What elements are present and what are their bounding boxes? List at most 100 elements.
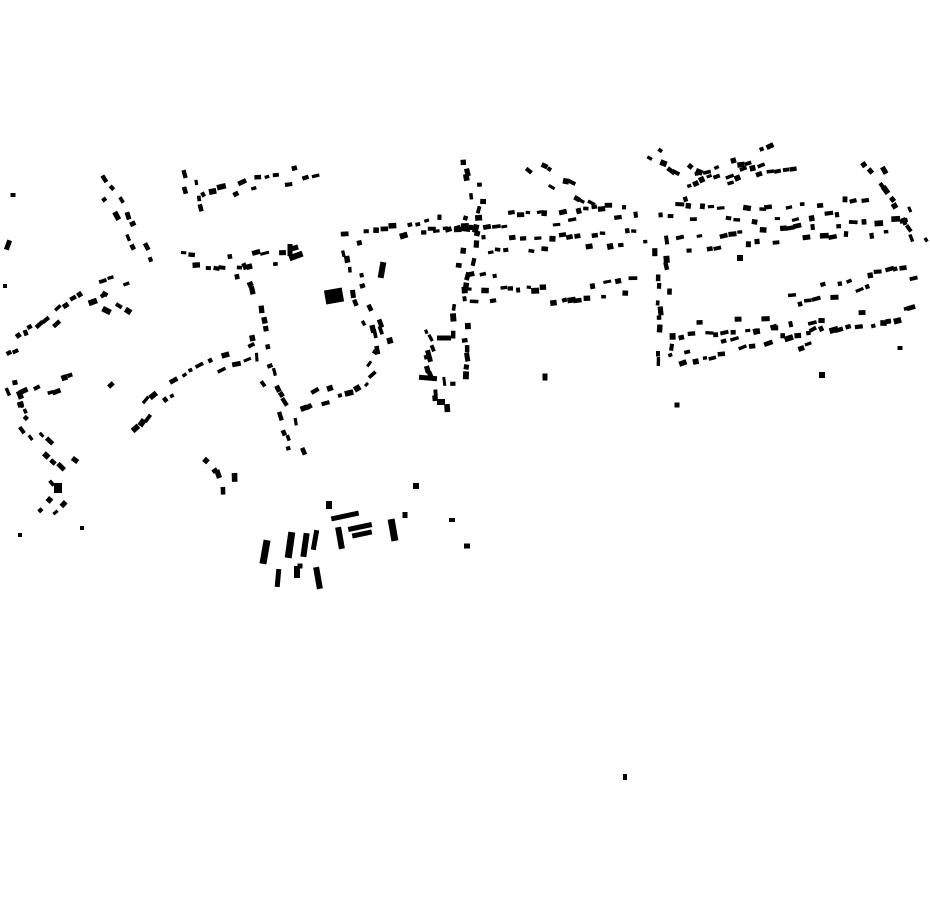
building xyxy=(737,230,743,234)
building xyxy=(468,224,474,231)
building xyxy=(667,352,673,358)
building xyxy=(803,298,812,303)
building xyxy=(22,329,29,337)
building xyxy=(540,162,549,170)
building xyxy=(66,372,73,379)
building xyxy=(479,271,487,277)
building xyxy=(386,336,394,345)
building xyxy=(774,217,780,221)
building xyxy=(460,247,467,254)
building xyxy=(628,276,638,281)
building xyxy=(363,381,370,388)
building xyxy=(34,319,45,330)
building xyxy=(356,239,363,246)
building xyxy=(507,286,514,291)
building xyxy=(531,287,540,294)
building xyxy=(682,196,689,203)
building xyxy=(643,239,648,244)
building xyxy=(148,390,159,401)
building xyxy=(421,230,427,235)
building xyxy=(837,281,843,287)
building xyxy=(69,294,77,302)
building xyxy=(566,178,577,186)
building xyxy=(897,346,903,350)
building xyxy=(247,341,256,349)
building xyxy=(216,183,227,191)
building xyxy=(622,290,629,296)
building xyxy=(197,203,204,212)
building xyxy=(129,243,137,251)
building xyxy=(15,390,25,400)
building xyxy=(907,206,913,213)
building xyxy=(462,371,470,380)
building xyxy=(291,165,298,172)
building xyxy=(849,198,858,204)
building xyxy=(719,232,729,240)
building xyxy=(818,318,825,324)
building xyxy=(462,296,467,302)
building xyxy=(188,252,196,258)
building xyxy=(377,261,387,279)
building xyxy=(449,313,457,322)
building xyxy=(900,217,908,226)
building xyxy=(804,341,812,347)
building xyxy=(125,233,132,242)
building xyxy=(908,233,915,243)
building xyxy=(41,315,51,325)
building xyxy=(4,387,12,397)
building xyxy=(473,240,480,248)
building xyxy=(546,166,553,172)
building xyxy=(547,183,556,191)
building xyxy=(589,283,596,290)
building xyxy=(669,343,675,351)
building xyxy=(38,431,45,438)
building xyxy=(207,357,214,364)
building xyxy=(730,157,737,164)
building xyxy=(855,286,864,293)
building xyxy=(107,381,115,389)
building xyxy=(797,301,803,307)
building xyxy=(719,329,729,336)
building xyxy=(819,281,827,288)
building xyxy=(854,324,864,330)
building xyxy=(807,320,818,326)
building xyxy=(733,174,742,182)
building xyxy=(367,370,377,379)
building xyxy=(460,159,467,166)
building xyxy=(279,249,286,256)
building xyxy=(451,303,457,311)
building xyxy=(779,225,787,232)
building xyxy=(524,166,533,175)
building xyxy=(305,402,313,410)
building xyxy=(685,202,692,209)
building xyxy=(565,234,574,241)
building xyxy=(442,376,447,386)
building xyxy=(738,344,748,351)
building xyxy=(696,320,703,325)
building xyxy=(481,287,489,294)
building xyxy=(860,161,868,169)
building xyxy=(744,160,752,167)
building xyxy=(601,294,606,299)
building xyxy=(585,243,593,250)
building xyxy=(427,226,436,231)
building xyxy=(583,295,591,302)
building xyxy=(525,210,531,215)
building xyxy=(388,222,397,229)
building xyxy=(858,310,866,316)
building xyxy=(462,173,470,182)
building xyxy=(415,222,421,227)
building xyxy=(380,226,389,232)
building xyxy=(656,324,663,333)
building xyxy=(687,331,696,337)
building xyxy=(727,180,735,186)
building xyxy=(866,167,875,175)
building xyxy=(220,486,226,495)
building xyxy=(794,332,802,339)
building xyxy=(606,242,614,250)
building xyxy=(330,510,360,522)
building xyxy=(669,333,676,340)
building xyxy=(274,568,282,588)
building xyxy=(745,241,751,248)
building xyxy=(749,164,756,172)
